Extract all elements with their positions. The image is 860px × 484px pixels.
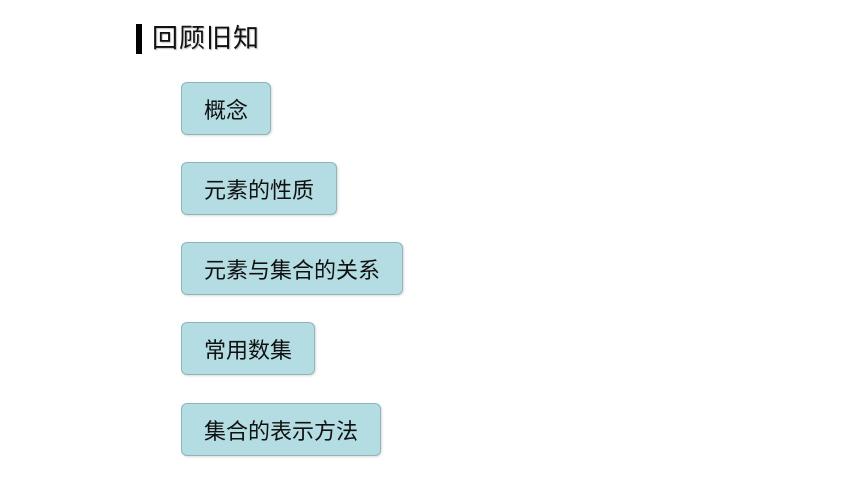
topic-element-properties[interactable]: 元素的性质 (181, 162, 338, 215)
topic-element-set-relation[interactable]: 元素与集合的关系 (181, 242, 404, 295)
title-accent-bar (136, 24, 142, 54)
page-header: 回顾旧知 (136, 22, 260, 56)
page-title: 回顾旧知 (152, 24, 261, 54)
topic-set-representation[interactable]: 集合的表示方法 (181, 403, 382, 456)
topic-concept[interactable]: 概念 (181, 82, 272, 135)
topic-common-number-sets[interactable]: 常用数集 (181, 322, 316, 375)
